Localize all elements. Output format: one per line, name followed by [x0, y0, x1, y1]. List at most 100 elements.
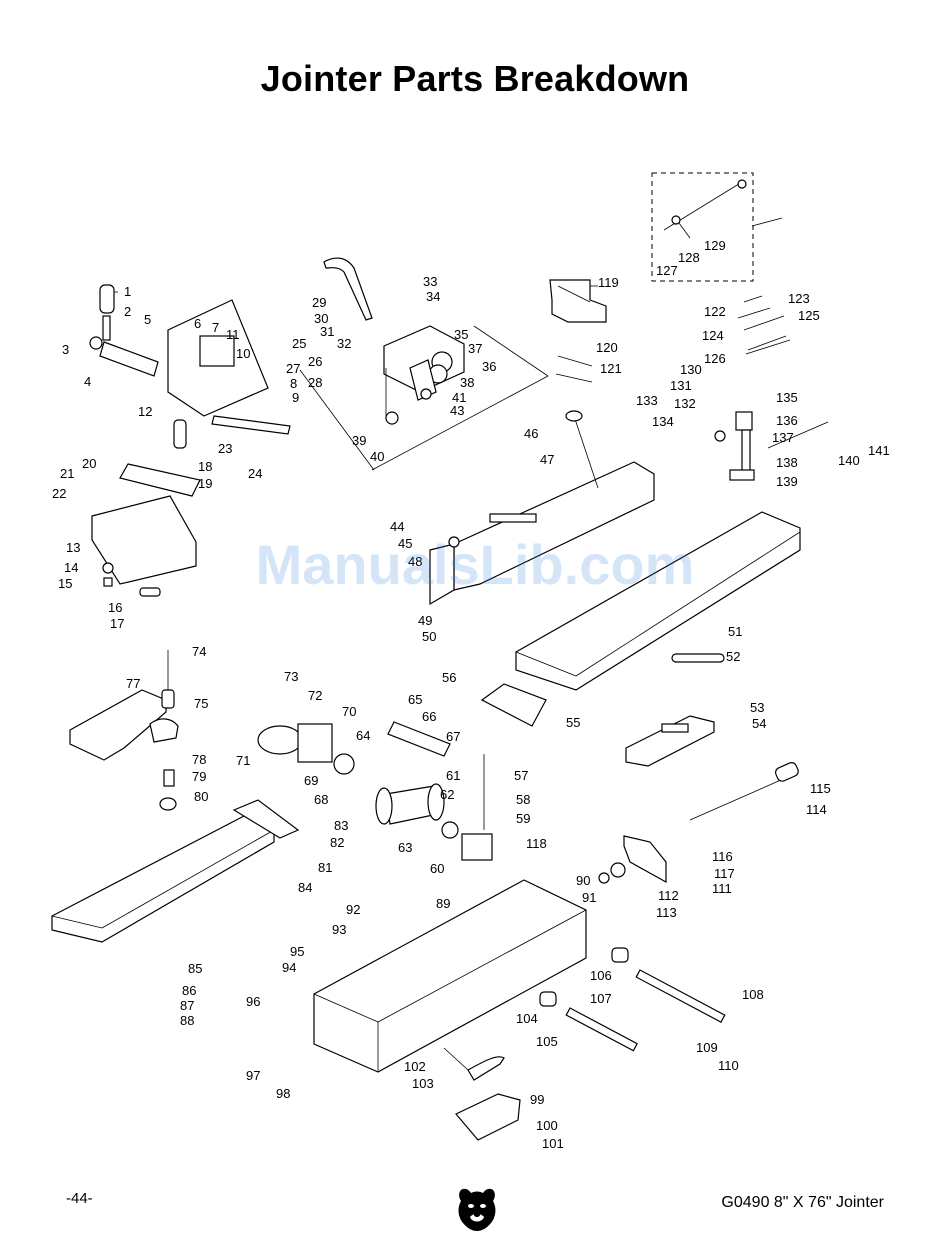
- callout-label: 107: [590, 991, 612, 1006]
- callout-label: 134: [652, 414, 674, 429]
- callout-label: 93: [332, 922, 346, 937]
- dashed-group-box: [651, 172, 754, 282]
- watermark: ManualsLib.com: [255, 533, 695, 596]
- callout-label: 66: [422, 709, 436, 724]
- callout-label: 55: [566, 715, 580, 730]
- callout-label: 116: [712, 849, 733, 864]
- callout-label: 34: [426, 289, 440, 304]
- callout-label: 123: [788, 291, 810, 306]
- callout-label: 2: [124, 304, 131, 319]
- callout-label: 72: [308, 688, 322, 703]
- callout-label: 23: [218, 441, 232, 456]
- callout-label: 8: [290, 376, 297, 391]
- callout-label: 88: [180, 1013, 194, 1028]
- callout-label: 7: [212, 320, 219, 335]
- callout-label: 52: [726, 649, 740, 664]
- callout-label: 89: [436, 896, 450, 911]
- callout-label: 64: [356, 728, 370, 743]
- callout-label: 37: [468, 341, 482, 356]
- callout-label: 104: [516, 1011, 538, 1026]
- callout-label: 85: [188, 961, 202, 976]
- callout-label: 19: [198, 476, 212, 491]
- callout-label: 30: [314, 311, 328, 326]
- callout-labels: 1 2 3 4 5 6 7 8 9 10 11 12 13 14 15 16 1…: [52, 238, 890, 1151]
- callout-label: 110: [718, 1058, 739, 1073]
- callout-label: 126: [704, 351, 726, 366]
- callout-label: 26: [308, 354, 322, 369]
- callout-label: 40: [370, 449, 384, 464]
- callout-label: 50: [422, 629, 436, 644]
- callout-label: 20: [82, 456, 96, 471]
- page-title: Jointer Parts Breakdown: [260, 58, 690, 99]
- callout-label: 101: [542, 1136, 564, 1151]
- callout-label: 87: [180, 998, 194, 1013]
- callout-label: 38: [460, 375, 474, 390]
- callout-label: 132: [674, 396, 696, 411]
- callout-label: 54: [752, 716, 766, 731]
- callout-label: 59: [516, 811, 530, 826]
- callout-label: 45: [398, 536, 412, 551]
- callout-label: 121: [600, 361, 622, 376]
- callout-label: 77: [126, 676, 140, 691]
- callout-label: 43: [450, 403, 464, 418]
- callout-label: 56: [442, 670, 456, 685]
- callout-label: 69: [304, 773, 318, 788]
- callout-label: 99: [530, 1092, 544, 1107]
- callout-label: 127: [656, 263, 678, 278]
- callout-label: 75: [194, 696, 208, 711]
- callout-label: 108: [742, 987, 764, 1002]
- callout-label: 135: [776, 390, 798, 405]
- callout-label: 32: [337, 336, 351, 351]
- callout-label: 4: [84, 374, 91, 389]
- callout-label: 97: [246, 1068, 260, 1083]
- callout-label: 18: [198, 459, 212, 474]
- callout-label: 90: [576, 873, 590, 888]
- callout-label: 51: [728, 624, 742, 639]
- callout-label: 48: [408, 554, 422, 569]
- callout-label: 60: [430, 861, 444, 876]
- callout-label: 9: [292, 390, 299, 405]
- callout-label: 70: [342, 704, 356, 719]
- callout-label: 131: [670, 378, 692, 393]
- callout-label: 125: [798, 308, 820, 323]
- callout-label: 17: [110, 616, 124, 631]
- callout-label: 71: [236, 753, 250, 768]
- model-footer: G0490 8" X 76" Jointer: [721, 1194, 884, 1211]
- callout-label: 137: [772, 430, 794, 445]
- callout-label: 82: [330, 835, 344, 850]
- callout-label: 39: [352, 433, 366, 448]
- callout-label: 118: [526, 836, 547, 851]
- callout-label: 136: [776, 413, 798, 428]
- callout-label: 86: [182, 983, 196, 998]
- callout-label: 91: [582, 890, 596, 905]
- callout-label: 106: [590, 968, 612, 983]
- callout-label: 100: [536, 1118, 558, 1133]
- callout-label: 16: [108, 600, 122, 615]
- callout-label: 33: [423, 274, 437, 289]
- callout-label: 67: [446, 729, 460, 744]
- callout-label: 6: [194, 316, 201, 331]
- callout-label: 47: [540, 452, 554, 467]
- callout-label: 138: [776, 455, 798, 470]
- grizzly-bear-logo-icon: [458, 1188, 496, 1231]
- callout-label: 3: [62, 342, 69, 357]
- callout-label: 117: [714, 866, 735, 881]
- callout-label: 29: [312, 295, 326, 310]
- callout-label: 124: [702, 328, 724, 343]
- callout-label: 5: [144, 312, 151, 327]
- callout-label: 74: [192, 644, 206, 659]
- callout-label: 49: [418, 613, 432, 628]
- callout-label: 128: [678, 250, 700, 265]
- callout-label: 14: [64, 560, 78, 575]
- callout-label: 141: [868, 443, 890, 458]
- callout-label: 98: [276, 1086, 290, 1101]
- callout-label: 10: [236, 346, 250, 361]
- callout-label: 46: [524, 426, 538, 441]
- callout-label: 15: [58, 576, 72, 591]
- callout-label: 28: [308, 375, 322, 390]
- callout-label: 111: [712, 881, 732, 896]
- callout-label: 139: [776, 474, 798, 489]
- callout-label: 36: [482, 359, 496, 374]
- callout-label: 1: [124, 284, 131, 299]
